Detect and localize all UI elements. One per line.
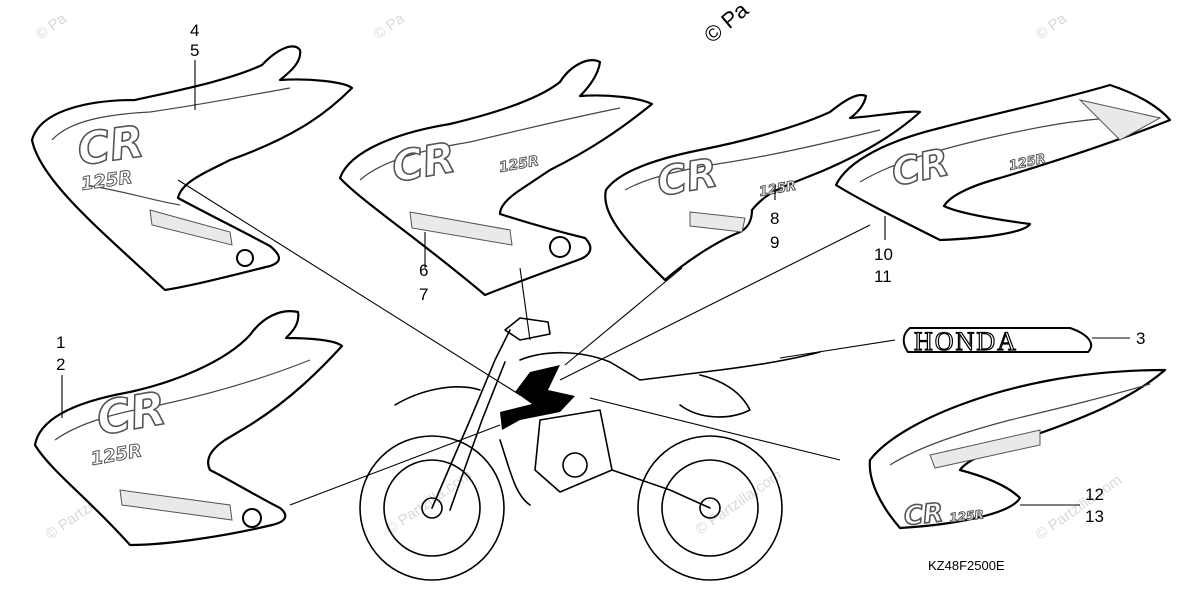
decal-model-logo: 125R bbox=[949, 507, 985, 525]
motorcycle-outline bbox=[359, 317, 821, 581]
watermark: © Pa bbox=[371, 10, 409, 44]
copyright-mark: © Pa bbox=[699, 0, 753, 48]
callout-label: 1 bbox=[56, 333, 65, 352]
watermark: © Pa bbox=[33, 10, 71, 44]
callout-label: 6 bbox=[419, 261, 428, 280]
callout-label: 2 bbox=[56, 355, 65, 374]
decal-cr-logo: CR bbox=[903, 498, 945, 532]
callout-label: 7 bbox=[419, 285, 428, 304]
decal-cr-logo: CR bbox=[93, 381, 171, 446]
callout-label: 13 bbox=[1085, 507, 1104, 526]
watermark: © Partzilla.com bbox=[693, 466, 786, 538]
diagram-code: KZ48F2500E bbox=[928, 558, 1005, 573]
decal-3-honda[interactable]: HONDA bbox=[902, 326, 1093, 357]
callout-label: 4 bbox=[190, 21, 199, 40]
decal-model-logo: 125R bbox=[498, 153, 540, 176]
callouts: 4 5 6 7 8 9 10 11 1 2 3 12 13 bbox=[56, 21, 1145, 526]
decal-cr-logo: CR bbox=[654, 150, 721, 206]
callout-label: 10 bbox=[874, 245, 893, 264]
callout-label: 3 bbox=[1136, 329, 1145, 348]
decal-8-9[interactable]: CR 125R bbox=[604, 93, 922, 282]
leader-lines bbox=[61, 60, 1130, 506]
decal-model-logo: 125R bbox=[758, 179, 797, 200]
watermark: © Partzilla.com bbox=[1033, 471, 1126, 543]
honda-logo: HONDA bbox=[914, 327, 1018, 356]
watermark: © Pa bbox=[1033, 10, 1071, 44]
decal-12-13[interactable]: CR 125R bbox=[868, 368, 1167, 533]
decal-cr-logo: CR bbox=[74, 116, 147, 176]
decal-10-11[interactable]: CR 125R bbox=[834, 83, 1172, 242]
callout-label: 12 bbox=[1085, 485, 1104, 504]
callout-label: 5 bbox=[190, 41, 199, 60]
callout-label: 11 bbox=[874, 267, 892, 286]
decal-6-7[interactable]: CR 125R bbox=[338, 59, 654, 297]
decal-4-5[interactable]: CR 125R bbox=[30, 45, 354, 292]
decal-cr-logo: CR bbox=[388, 133, 459, 192]
callout-label: 8 bbox=[770, 209, 779, 228]
callout-label: 9 bbox=[770, 233, 779, 252]
decal-1-2[interactable]: CR 125R bbox=[33, 310, 344, 547]
